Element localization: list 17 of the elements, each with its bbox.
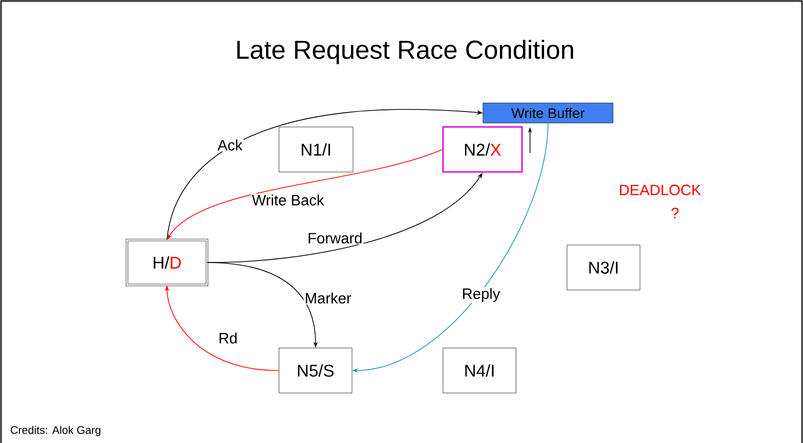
title: Late Request Race Condition bbox=[237, 40, 574, 64]
node-box: N2/X bbox=[442, 126, 523, 173]
note-text: DEADLOCK bbox=[620, 184, 702, 196]
buffer-box: Write Buffer bbox=[482, 102, 614, 124]
node-box: N3/I bbox=[566, 244, 640, 290]
edge-label: Marker bbox=[306, 292, 352, 304]
edge-label: Rd bbox=[220, 332, 237, 344]
node-box: N4/I bbox=[442, 348, 516, 394]
node-box: N1/I bbox=[278, 126, 354, 172]
edge-label: Reply bbox=[463, 288, 500, 302]
edge-label: Write Back bbox=[252, 194, 324, 206]
credits-note: Credits: Alok Garg bbox=[10, 426, 100, 436]
home-node-box: H/D bbox=[126, 238, 208, 286]
edge-label: Ack bbox=[218, 139, 243, 150]
edge-label: Forward bbox=[308, 232, 362, 244]
note-text: ? bbox=[671, 208, 679, 218]
node-box: N5/S bbox=[278, 348, 352, 394]
